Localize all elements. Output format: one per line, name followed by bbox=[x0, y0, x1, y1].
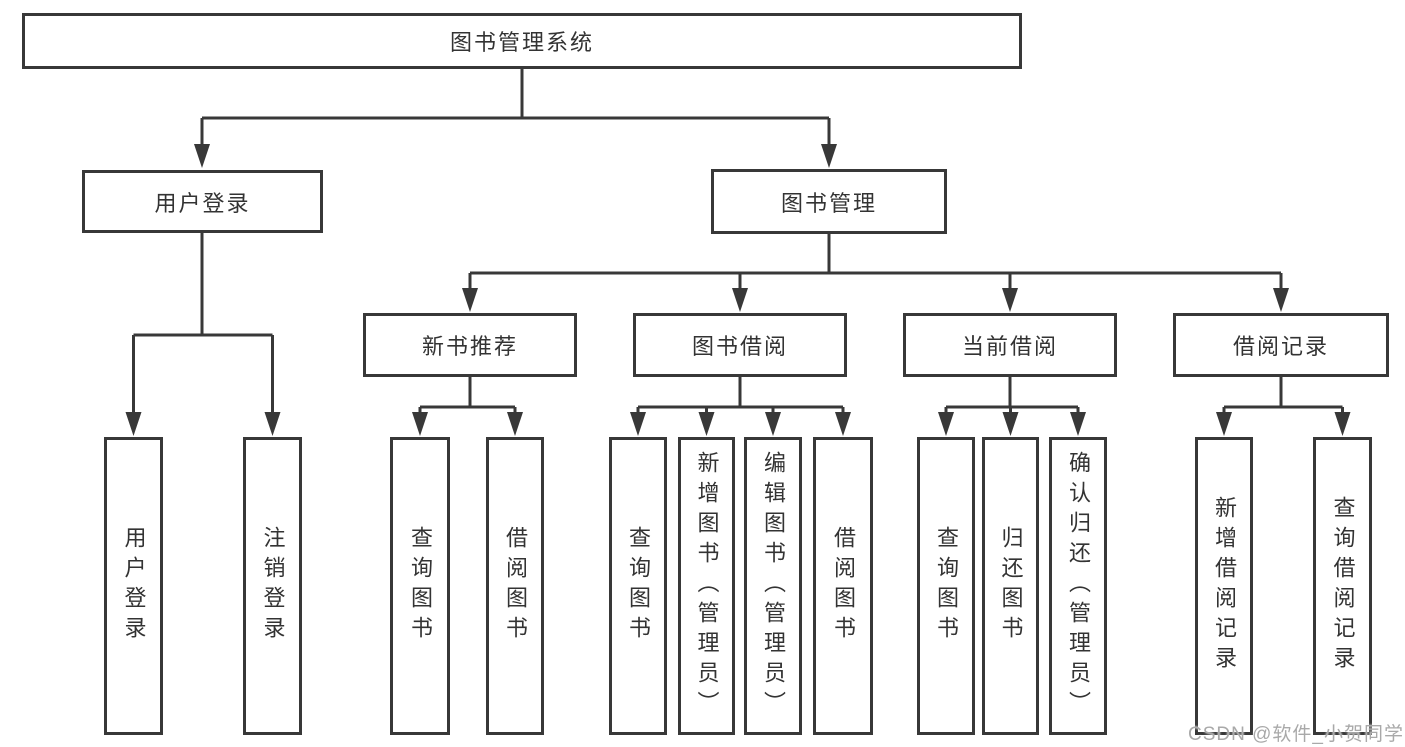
leaf-query-books-borrowing: 查询图书 bbox=[609, 437, 667, 735]
node-label: 新增借阅记录 bbox=[1212, 496, 1237, 676]
node-label: 查询图书 bbox=[408, 526, 433, 646]
leaf-add-book-admin: 新增图书（管理员） bbox=[678, 437, 735, 735]
node-label: 图书借阅 bbox=[691, 334, 788, 359]
node-label: 新书推荐 bbox=[421, 334, 518, 359]
node-label: 用户登录 bbox=[121, 526, 147, 646]
node-current-borrowing: 当前借阅 bbox=[903, 313, 1117, 377]
leaf-add-borrow-record: 新增借阅记录 bbox=[1195, 437, 1253, 735]
node-label: 图书管理系统 bbox=[449, 30, 594, 55]
node-new-book-recommend: 新书推荐 bbox=[363, 313, 577, 377]
node-borrow-records: 借阅记录 bbox=[1173, 313, 1389, 377]
node-user-login-branch: 用户登录 bbox=[82, 170, 323, 233]
node-library-management-system: 图书管理系统 bbox=[22, 13, 1022, 69]
node-label: 借阅图书 bbox=[503, 526, 528, 646]
leaf-query-borrow-record: 查询借阅记录 bbox=[1313, 437, 1372, 735]
node-label: 用户登录 bbox=[154, 190, 251, 216]
node-label: 借阅图书 bbox=[831, 526, 856, 646]
node-label: 查询图书 bbox=[626, 526, 651, 646]
csdn-watermark: CSDN @软件_小贺同学 bbox=[1188, 724, 1404, 745]
node-label: 借阅记录 bbox=[1232, 334, 1329, 359]
node-label: 图书管理 bbox=[780, 190, 877, 216]
leaf-return-book: 归还图书 bbox=[982, 437, 1039, 735]
node-label: 新增图书（管理员） bbox=[694, 451, 720, 721]
node-label: 查询借阅记录 bbox=[1330, 496, 1356, 676]
leaf-query-books-recommend: 查询图书 bbox=[390, 437, 450, 735]
node-label: 编辑图书（管理员） bbox=[761, 451, 786, 721]
leaf-logout: 注销登录 bbox=[243, 437, 302, 735]
leaf-query-books-current: 查询图书 bbox=[917, 437, 975, 735]
leaf-edit-book-admin: 编辑图书（管理员） bbox=[744, 437, 802, 735]
leaf-borrow-books-recommend: 借阅图书 bbox=[486, 437, 544, 735]
node-book-borrowing: 图书借阅 bbox=[633, 313, 847, 377]
node-book-management-branch: 图书管理 bbox=[711, 169, 947, 234]
leaf-user-login: 用户登录 bbox=[104, 437, 163, 735]
arrowheads bbox=[125, 144, 1351, 436]
leaf-confirm-return-admin: 确认归还（管理员） bbox=[1049, 437, 1107, 735]
node-label: 确认归还（管理员） bbox=[1066, 451, 1091, 721]
node-label: 当前借阅 bbox=[961, 334, 1058, 359]
leaf-borrow-books: 借阅图书 bbox=[813, 437, 873, 735]
node-label: 注销登录 bbox=[260, 526, 286, 646]
node-label: 归还图书 bbox=[998, 526, 1024, 646]
node-label: 查询图书 bbox=[934, 526, 959, 646]
